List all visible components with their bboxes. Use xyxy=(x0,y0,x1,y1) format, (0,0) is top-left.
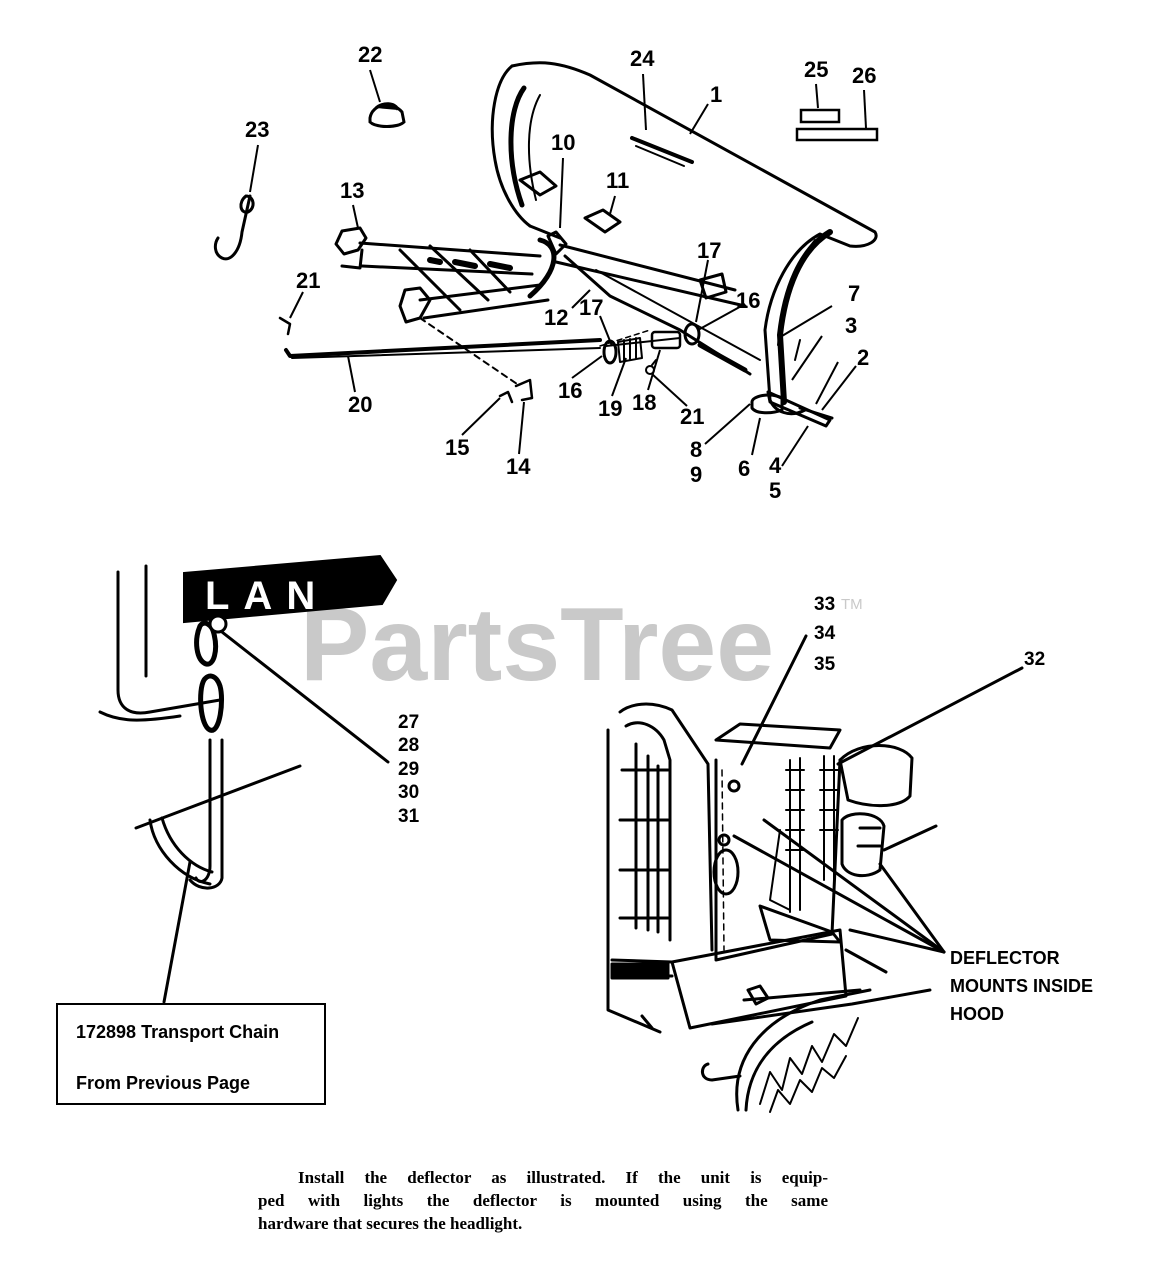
callout-13: 13 xyxy=(340,178,364,203)
deflector-note-line2: MOUNTS INSIDE xyxy=(950,976,1093,996)
callout-29: 29 xyxy=(398,759,419,780)
deflector-hood-drawing xyxy=(606,634,1024,1113)
tractor-name-plate: LAN xyxy=(183,554,398,634)
part-22-cap-icon xyxy=(368,102,406,128)
part-23-hook-icon xyxy=(213,194,255,261)
chain-box-line2: From Previous Page xyxy=(76,1073,251,1093)
callout-3: 3 xyxy=(845,313,857,338)
callout-18: 18 xyxy=(632,390,656,415)
callout-27: 27 xyxy=(398,712,419,733)
callout-21b: 21 xyxy=(680,404,704,429)
callout-1: 1 xyxy=(710,82,722,107)
callout-12: 12 xyxy=(544,305,568,330)
callout-19: 19 xyxy=(598,396,622,421)
installation-instructions: Install the deflector as illustrated. If… xyxy=(258,1166,828,1235)
chain-box-line1: 172898 Transport Chain xyxy=(76,1022,280,1042)
callout-23: 23 xyxy=(245,117,269,142)
watermark: PartsTree xyxy=(300,587,774,703)
callout-5: 5 xyxy=(769,478,781,503)
callout-15: 15 xyxy=(445,435,469,460)
callouts-chain: 27 28 29 30 31 xyxy=(398,712,420,827)
instructions-line1: Install the deflector as illustrated. If… xyxy=(298,1168,828,1187)
instructions-line2: ped with lights the deflector is mounted… xyxy=(258,1191,828,1210)
callout-17b: 17 xyxy=(697,238,721,263)
callouts-top: 1 2 3 4 5 6 7 8 9 10 11 12 13 14 15 16 1… xyxy=(245,42,876,503)
callout-9: 9 xyxy=(690,462,702,487)
callout-24: 24 xyxy=(630,46,655,71)
callout-20: 20 xyxy=(348,392,372,417)
plate-text: LAN xyxy=(205,574,329,618)
callout-10: 10 xyxy=(551,130,575,155)
plow-assembly-drawing xyxy=(278,61,878,428)
callout-22: 22 xyxy=(358,42,382,67)
deflector-note-line1: DEFLECTOR xyxy=(950,948,1060,968)
callout-2: 2 xyxy=(857,345,869,370)
callout-26: 26 xyxy=(852,63,876,88)
callouts-hood: 32 33 34 35 xyxy=(814,594,1045,675)
instructions-line3: hardware that secures the headlight. xyxy=(258,1214,523,1233)
callout-31: 31 xyxy=(398,806,420,827)
leader-lines-top xyxy=(249,69,867,467)
deflector-note: DEFLECTOR MOUNTS INSIDE HOOD xyxy=(950,948,1093,1024)
callout-16b: 16 xyxy=(736,288,760,313)
callout-33: 33 xyxy=(814,594,835,615)
callout-6: 6 xyxy=(738,456,750,481)
callout-8: 8 xyxy=(690,437,702,462)
callout-35: 35 xyxy=(814,654,836,675)
callout-34: 34 xyxy=(814,623,836,644)
deflector-note-line3: HOOD xyxy=(950,1004,1004,1024)
transport-chain-drawing xyxy=(98,564,390,1004)
callout-25: 25 xyxy=(804,57,828,82)
callout-7: 7 xyxy=(848,281,860,306)
callout-16a: 16 xyxy=(558,378,582,403)
transport-chain-label-box: 172898 Transport Chain From Previous Pag… xyxy=(56,1003,326,1105)
callout-4: 4 xyxy=(769,453,782,478)
callout-21a: 21 xyxy=(296,268,320,293)
callout-32: 32 xyxy=(1024,649,1045,670)
callout-30: 30 xyxy=(398,782,419,803)
callout-14: 14 xyxy=(506,454,531,479)
watermark-tm: TM xyxy=(841,596,863,613)
callout-28: 28 xyxy=(398,735,419,756)
part-25-26-decals xyxy=(795,108,879,142)
callout-17a: 17 xyxy=(579,295,603,320)
callout-11: 11 xyxy=(606,168,629,193)
